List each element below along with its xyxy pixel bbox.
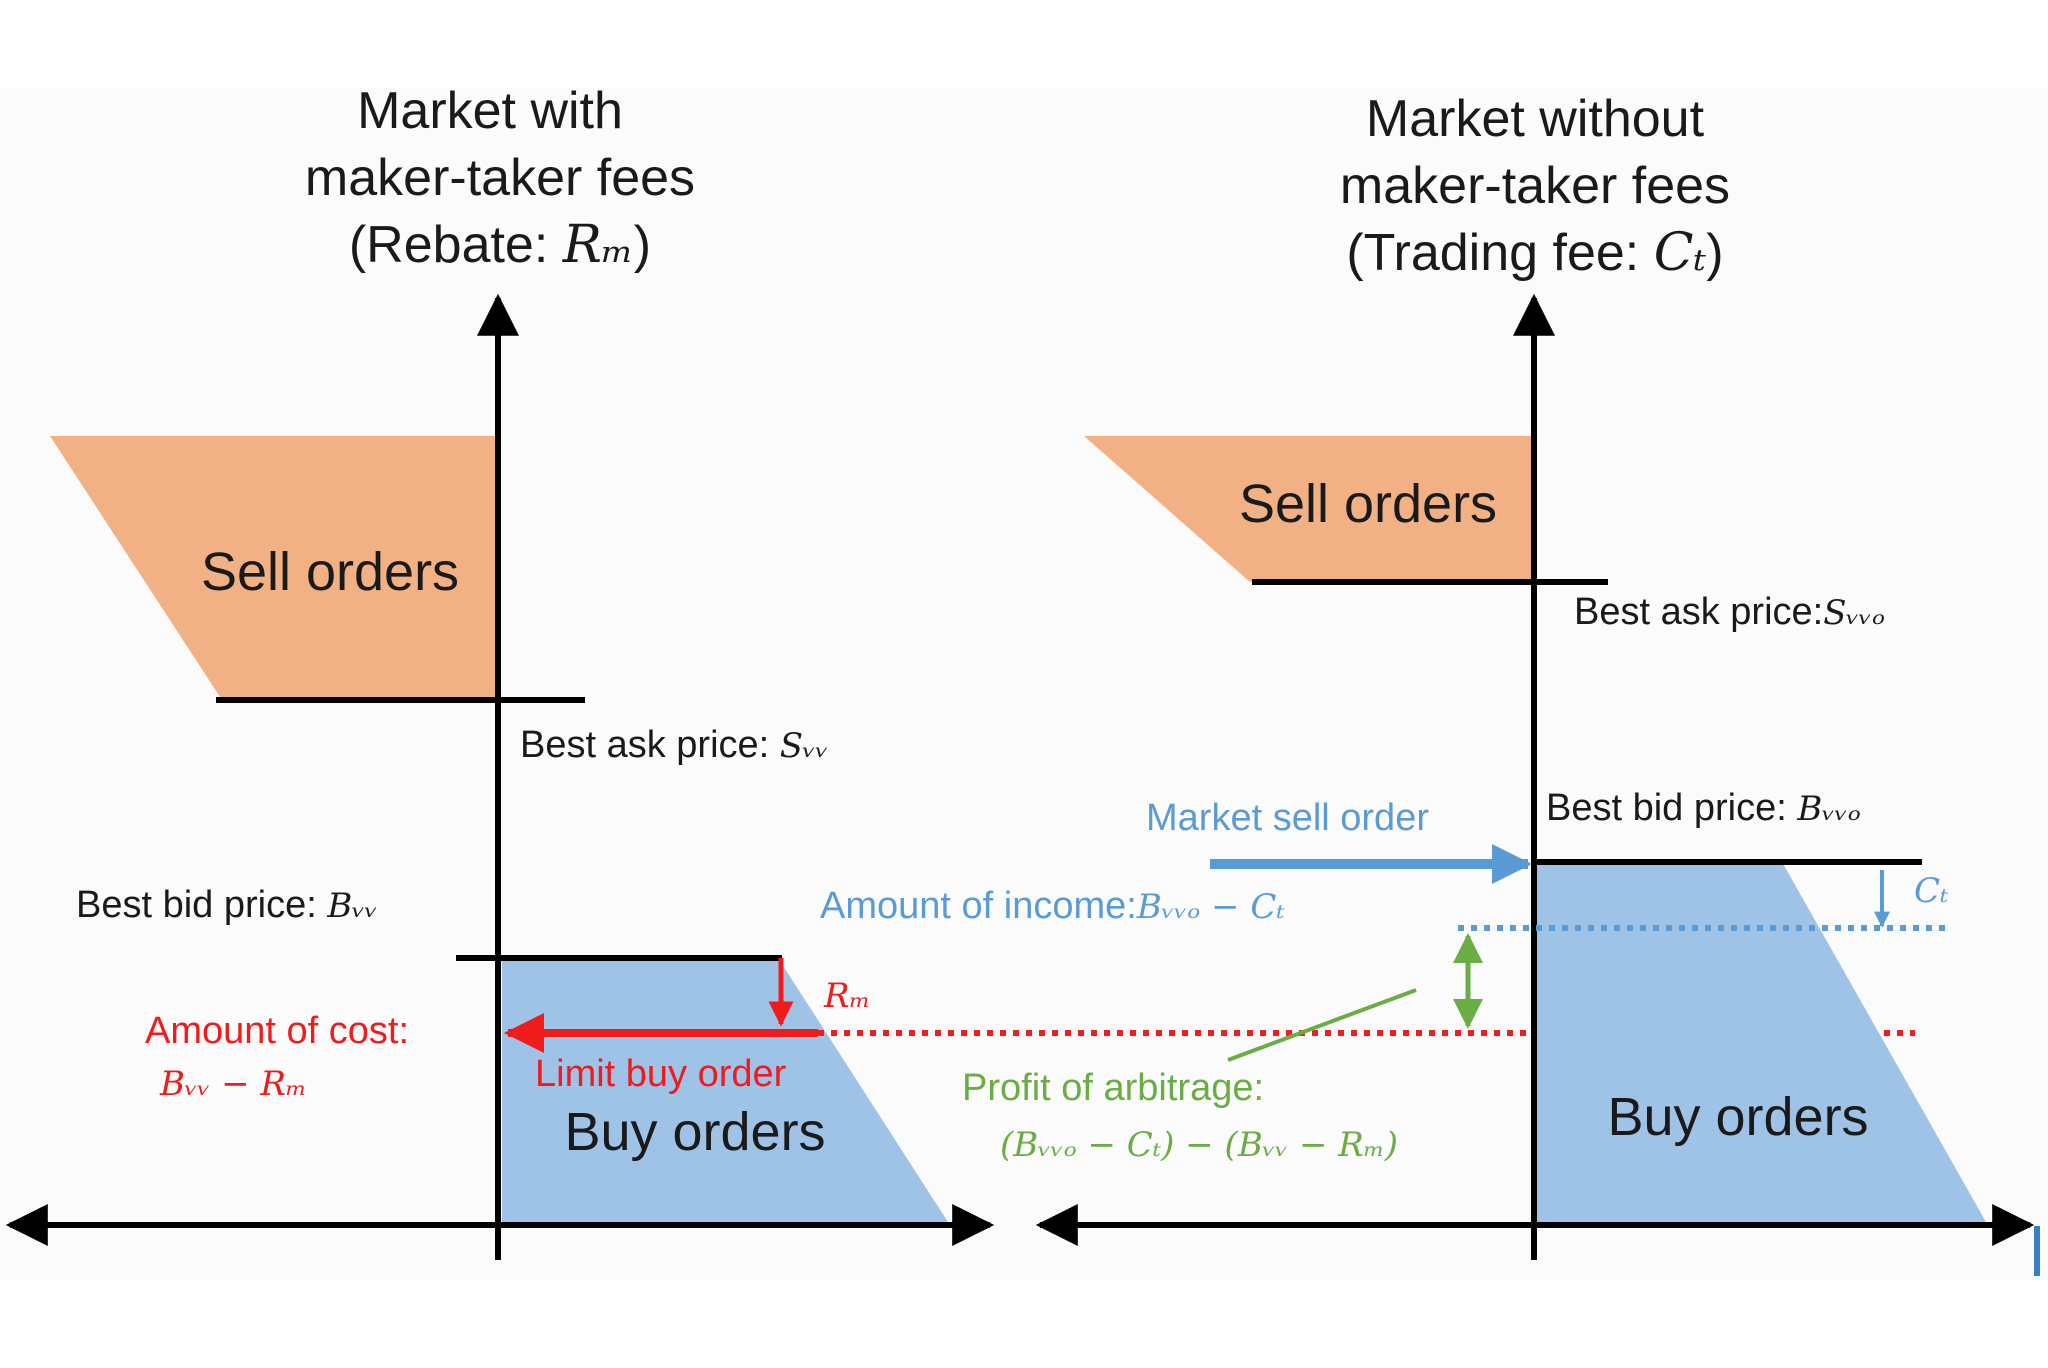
right-fee-symbol: Cₜ [1914,871,1949,911]
right-panel: Market without maker-taker fees (Trading… [820,90,2040,1276]
right-best-ask-text: Best ask price: [1574,591,1823,633]
right-sell-orders-label: Sell orders [1239,474,1497,534]
right-income-label: Amount of income:Bᵥᵥₒ − Cₜ [820,885,1285,927]
left-best-ask-text: Best ask price: [520,724,780,766]
right-title-line1: Market without [1366,90,1705,148]
left-panel: Market with maker-taker fees (Rebate: Rₘ… [5,82,995,1260]
right-sell-orders-region [1084,436,1534,582]
left-best-ask-symbol: Sᵥᵥ [780,726,829,766]
left-title-line3: (Rebate: Rₘ) [349,215,651,275]
right-income-text: Amount of income: [820,885,1137,927]
left-title-line2: maker-taker fees [305,149,695,207]
right-profit-label: Profit of arbitrage: [962,1067,1264,1109]
edge-marker [2034,1226,2040,1276]
left-buy-orders-label: Buy orders [564,1102,825,1162]
left-sell-orders-region [50,436,498,700]
right-title-prefix: (Trading fee: [1346,224,1653,282]
left-title-line1: Market with [357,82,623,140]
right-profit-formula: (Bᵥᵥₒ − Cₜ) − (Bᵥᵥ − Rₘ) [1000,1125,1398,1165]
right-best-bid-symbol: Bᵥᵥₒ [1796,789,1860,829]
left-best-bid-label: Best bid price: Bᵥᵥ [76,884,378,926]
left-best-bid-symbol: Bᵥᵥ [326,886,377,926]
left-title-prefix: (Rebate: [349,216,563,274]
left-best-bid-text: Best bid price: [76,884,327,926]
left-cost-label: Amount of cost: [145,1010,409,1052]
right-income-formula: Bᵥᵥₒ − Cₜ [1136,887,1286,927]
left-title-symbol: Rₘ [562,215,634,275]
right-best-bid-text: Best bid price: [1546,787,1797,829]
right-title-line3: (Trading fee: Cₜ) [1346,223,1723,283]
right-title-suffix: ) [1706,224,1723,282]
left-cost-formula: Bᵥᵥ − Rₘ [159,1064,307,1104]
left-buy-orders-region [502,958,948,1222]
right-best-ask-symbol: Sᵥᵥₒ [1823,593,1885,633]
right-buy-orders-region [1536,862,1986,1222]
right-best-bid-label: Best bid price: Bᵥᵥₒ [1546,787,1861,829]
right-best-ask-label: Best ask price:Sᵥᵥₒ [1574,591,1885,633]
left-rebate-symbol: Rₘ [823,976,870,1016]
right-market-sell-label: Market sell order [1146,797,1429,839]
profit-leader-line [1227,988,1417,1062]
left-sell-orders-label: Sell orders [201,542,459,602]
right-title-line2: maker-taker fees [1340,157,1730,215]
right-title-symbol: Cₜ [1654,223,1707,283]
left-title-suffix: ) [634,216,651,274]
left-limit-buy-label: Limit buy order [535,1053,787,1095]
right-buy-orders-label: Buy orders [1607,1087,1868,1147]
left-best-ask-label: Best ask price: Sᵥᵥ [520,724,828,766]
